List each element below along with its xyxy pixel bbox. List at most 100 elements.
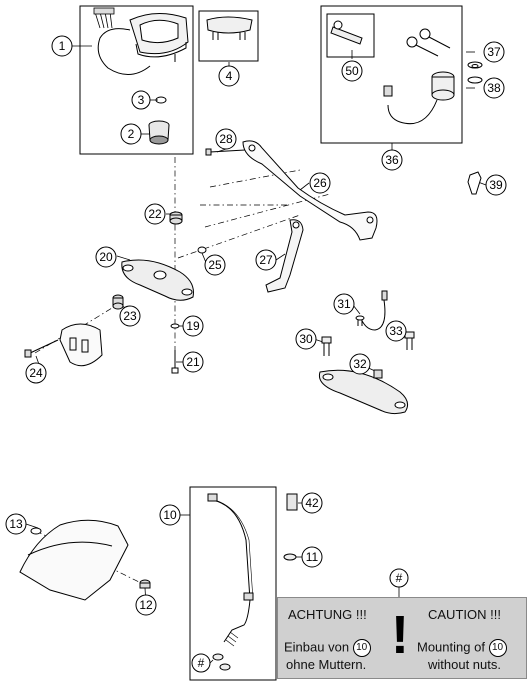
callout-27: 27 — [255, 249, 277, 271]
callout-38: 38 — [483, 77, 505, 99]
callout-20-label: 20 — [99, 250, 113, 264]
callout-1-label: 1 — [59, 39, 66, 53]
callout-39: 39 — [485, 174, 507, 196]
callout-36-label: 36 — [385, 153, 399, 167]
callout-23: 23 — [119, 305, 141, 327]
callout-30: 30 — [295, 328, 317, 350]
notice-en-line1: Mounting of 10 — [417, 639, 507, 657]
clip-part-42 — [286, 493, 298, 511]
callout-26-label: 26 — [313, 176, 327, 190]
callout-50: 50 — [341, 60, 363, 82]
callout-28: 28 — [215, 128, 237, 150]
callout-11-label: 11 — [306, 550, 319, 564]
callout-24: 24 — [25, 362, 47, 384]
lever-part-27 — [265, 219, 304, 293]
callout-hash-top-label: # — [396, 571, 403, 585]
keys-pair — [406, 28, 451, 57]
lower-clamp-part-32 — [318, 369, 409, 415]
cap-part-37 — [467, 61, 483, 69]
ring-part-38 — [467, 76, 483, 84]
callout-37-label: 37 — [487, 45, 501, 59]
callout-hash-bottom: # — [191, 653, 211, 673]
washer-part-19 — [170, 323, 180, 329]
callout-30-label: 30 — [299, 332, 313, 346]
callout-37: 37 — [483, 41, 505, 63]
frame-ignition-lock — [320, 5, 463, 144]
callout-12-label: 12 — [139, 598, 153, 612]
callout-42-label: 42 — [305, 496, 319, 510]
callout-hash-top: # — [389, 568, 409, 588]
callout-19-label: 19 — [186, 319, 200, 333]
notice-en-ref-10: 10 — [488, 639, 507, 657]
notice-de-line1: Einbau von 10 — [284, 639, 371, 657]
callout-33: 33 — [385, 320, 407, 342]
callout-hash-bottom-label: # — [198, 656, 205, 670]
callout-33-label: 33 — [389, 324, 403, 338]
sensor-part-31 — [355, 290, 388, 331]
holder-part-2 — [148, 120, 170, 145]
callout-32-label: 32 — [353, 357, 367, 371]
bracket-part-24 — [24, 323, 103, 367]
callout-19: 19 — [182, 315, 204, 337]
speedometer-unit — [93, 7, 189, 75]
key-part-39 — [467, 171, 482, 195]
o-ring-part-3 — [155, 96, 167, 104]
callout-10-label: 10 — [163, 508, 177, 522]
spacer-part-23 — [112, 294, 124, 310]
notice-en-line2: without nuts. — [428, 657, 501, 672]
fork-guard-part-13 — [19, 519, 129, 601]
callout-31: 31 — [333, 293, 355, 315]
callout-24-label: 24 — [29, 366, 43, 380]
notice-de-ref-10: 10 — [352, 639, 371, 657]
notice-heading-en: CAUTION !!! — [428, 607, 501, 622]
callout-10: 10 — [159, 504, 181, 526]
callout-42: 42 — [301, 492, 323, 514]
callout-4-label: 4 — [226, 69, 233, 83]
callout-39-label: 39 — [489, 178, 503, 192]
callout-25: 25 — [204, 254, 226, 276]
callout-32: 32 — [349, 353, 371, 375]
bolt-part-33 — [404, 331, 415, 350]
callout-20: 20 — [95, 246, 117, 268]
warning-exclamation-icon: ! — [391, 605, 409, 665]
lock-cylinder-part-50 — [330, 20, 363, 45]
callout-31-label: 31 — [337, 297, 351, 311]
triple-clamp-part-20 — [121, 259, 194, 301]
callout-50-label: 50 — [345, 64, 359, 78]
notice-de-line2: ohne Muttern. — [286, 657, 367, 672]
callout-circles: 1 2 3 4 22 20 25 23 — [5, 35, 507, 673]
callout-25-label: 25 — [208, 258, 222, 272]
frame-instrument-group — [79, 5, 194, 155]
mounting-notice: ACHTUNG !!! CAUTION !!! ! Einbau von 10 … — [277, 597, 527, 679]
frame-lock-cylinder — [326, 13, 375, 58]
callout-22: 22 — [144, 203, 166, 225]
frame-speedo-cable — [189, 486, 277, 681]
callout-26: 26 — [309, 172, 331, 194]
callout-2-label: 2 — [128, 127, 135, 141]
callout-13: 13 — [5, 513, 27, 535]
callout-38-label: 38 — [487, 81, 501, 95]
callout-13-label: 13 — [9, 517, 23, 531]
ignition-switch-part-36 — [383, 71, 455, 125]
bolt-part-30 — [321, 336, 332, 356]
callout-4: 4 — [218, 65, 240, 87]
callout-36: 36 — [381, 149, 403, 171]
callout-23-label: 23 — [123, 309, 137, 323]
screw-part-21 — [171, 350, 179, 374]
notice-heading-de: ACHTUNG !!! — [288, 607, 367, 622]
callout-21: 21 — [182, 351, 204, 373]
callout-11: 11 — [301, 546, 323, 568]
callout-12: 12 — [135, 594, 157, 616]
mounting-bar-part-26 — [205, 140, 378, 241]
bushing-part-25 — [197, 246, 207, 254]
callout-1: 1 — [51, 35, 73, 57]
mounting-plate-part-4 — [206, 16, 253, 40]
nut-part-12 — [139, 579, 151, 589]
nut-part-22 — [169, 211, 183, 225]
callout-28-label: 28 — [219, 132, 233, 146]
callout-21-label: 21 — [186, 355, 200, 369]
clamp-part-11 — [283, 553, 297, 561]
frame-mounting-kit — [198, 10, 259, 62]
callout-27-label: 27 — [259, 253, 273, 267]
